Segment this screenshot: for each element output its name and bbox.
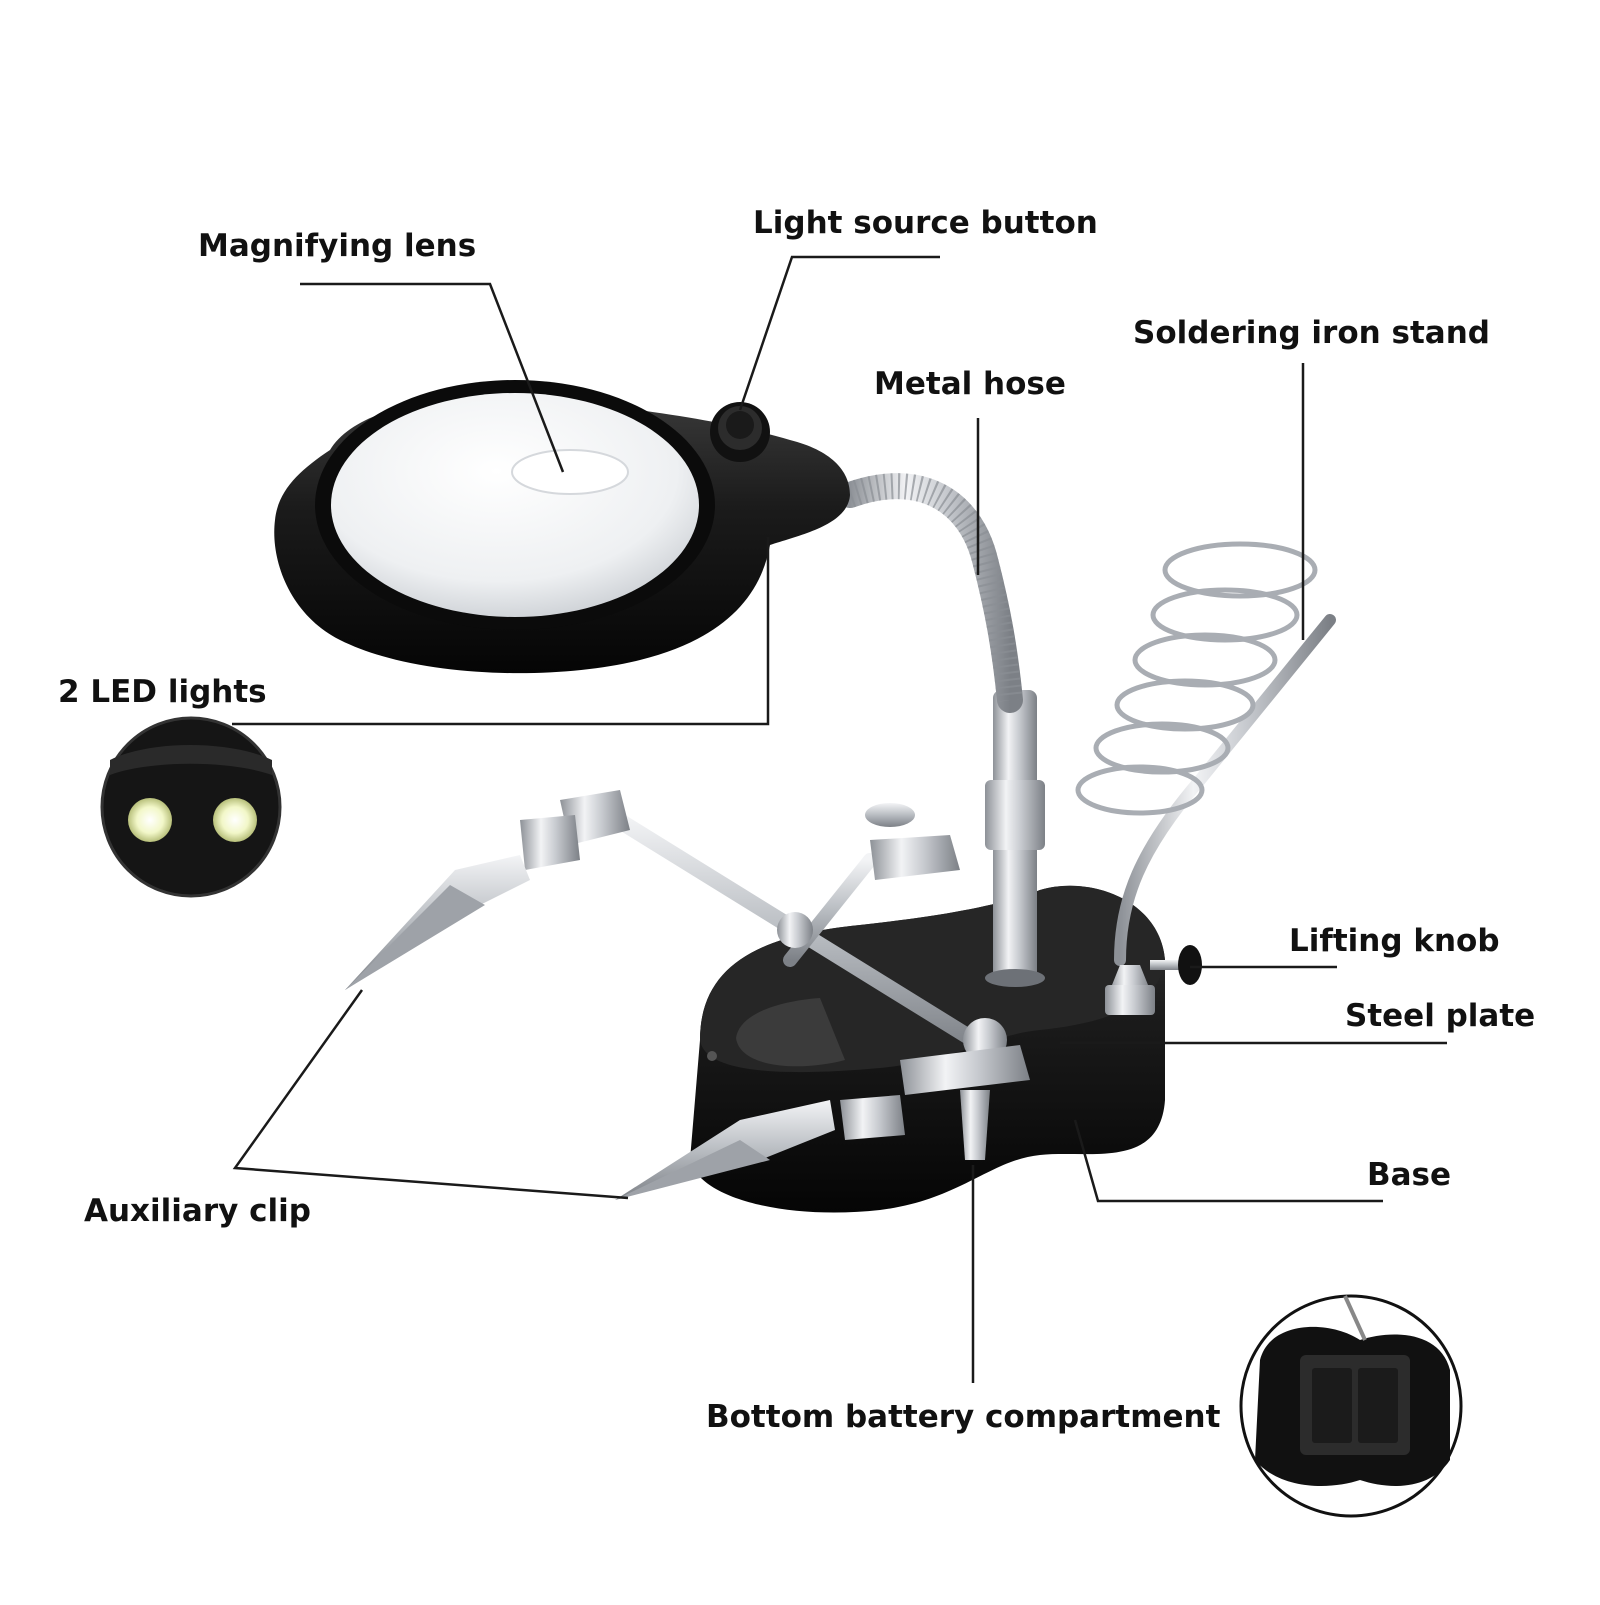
metal-hose (837, 473, 1023, 713)
label-metal-hose: Metal hose (874, 366, 1066, 402)
base (690, 885, 1165, 1213)
battery-compartment-inset (1239, 1294, 1463, 1518)
leader-lines (232, 255, 1447, 1383)
label-base: Base (1367, 1157, 1452, 1193)
alligator-clip-upper (345, 855, 530, 990)
magnifier-head (274, 380, 851, 674)
leader-led-lights (232, 537, 770, 726)
label-magnifying-lens: Magnifying lens (198, 228, 477, 264)
label-steel-plate: Steel plate (1345, 998, 1536, 1034)
soldering-iron-stand (1075, 541, 1336, 1015)
led-lights-inset (100, 716, 282, 898)
label-soldering-iron-stand: Soldering iron stand (1133, 315, 1490, 351)
lifting-knob (1150, 945, 1202, 985)
leader-base (1073, 1119, 1383, 1203)
center-post (985, 690, 1045, 987)
leader-magnifying-lens (300, 282, 565, 473)
leader-light-source-button (738, 255, 940, 411)
leader-auxiliary-clip (232, 989, 629, 1200)
label-led-lights: 2 LED lights (58, 674, 267, 710)
label-lifting-knob: Lifting knob (1289, 923, 1500, 959)
label-light-source-button: Light source button (753, 205, 1098, 241)
auxiliary-arms (520, 790, 1030, 1160)
label-auxiliary-clip: Auxiliary clip (84, 1193, 311, 1229)
alligator-clip-lower (615, 1100, 835, 1200)
label-bottom-battery-compartment: Bottom battery compartment (706, 1399, 1221, 1435)
